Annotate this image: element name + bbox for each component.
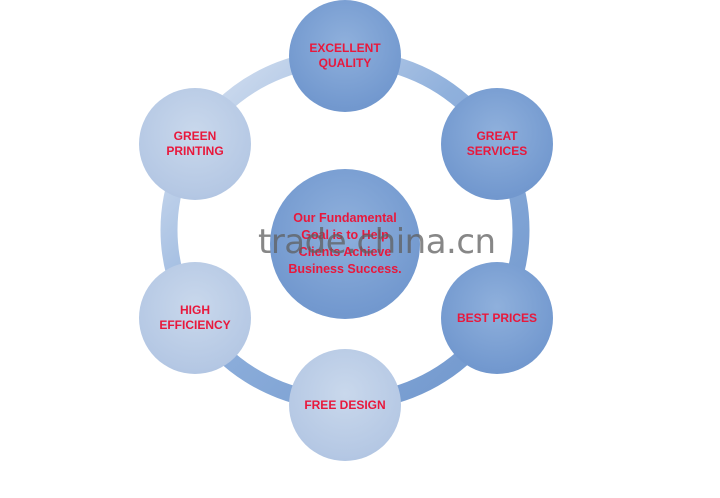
node-label: FREE DESIGN bbox=[304, 397, 386, 412]
node-green-printing: GREEN PRINTING bbox=[139, 88, 251, 200]
node-label: HIGH EFFICIENCY bbox=[159, 303, 231, 332]
node-label: GREEN PRINTING bbox=[166, 129, 224, 158]
watermark: trade.china.cn bbox=[258, 222, 496, 262]
node-label: EXCELLENT QUALITY bbox=[309, 41, 381, 70]
node-label: GREAT SERVICES bbox=[466, 129, 528, 158]
node-high-efficiency: HIGH EFFICIENCY bbox=[139, 262, 251, 374]
center-goal-label: Our Fundamental Goal is to Help Clients … bbox=[288, 211, 402, 276]
center-goal-circle: Our Fundamental Goal is to Help Clients … bbox=[270, 169, 420, 319]
node-great-services: GREAT SERVICES bbox=[441, 88, 553, 200]
node-best-prices: BEST PRICES bbox=[441, 262, 553, 374]
node-free-design: FREE DESIGN bbox=[289, 349, 401, 461]
node-label: BEST PRICES bbox=[456, 310, 537, 325]
node-excellent-quality: EXCELLENT QUALITY bbox=[289, 0, 401, 112]
